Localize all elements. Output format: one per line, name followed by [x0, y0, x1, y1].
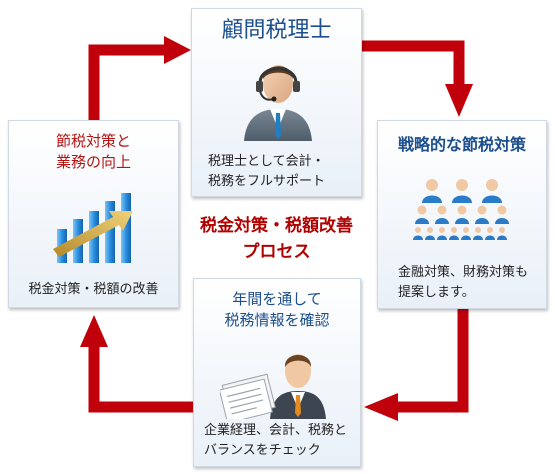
tax-saving-card-title-1: 節税対策と: [55, 132, 131, 150]
strategy-card: 戦略的な節税対策 金融対策、財務対策も 提案します。: [377, 120, 547, 309]
businessman-documents-icon: [220, 354, 326, 419]
tax-saving-card-title-2: 業務の向上: [55, 153, 131, 171]
people-group-icon: [413, 179, 509, 240]
process-title-line-2: プロセス: [242, 242, 311, 262]
advisor-card-title: 顧問税理士: [221, 18, 332, 43]
arrow-left-to-top: [88, 44, 166, 120]
tax-saving-card: 節税対策と 業務の向上 税金対策・税額の改善: [8, 120, 179, 308]
arrow-top-to-right: [362, 40, 465, 86]
annual-review-card: 年間を通して 税務情報を確認 企業経理、会計、税務と バランスをチェック: [193, 278, 361, 467]
arrow-bottom-to-left: [88, 345, 193, 413]
strategy-card-text-1: 金融対策、財務対策も: [398, 265, 529, 280]
arrowhead-bottom: [364, 393, 398, 421]
annual-review-card-title-2: 税務情報を確認: [224, 311, 330, 329]
annual-review-card-text-1: 企業経理、会計、税務と: [204, 423, 348, 438]
tax-saving-card-text-1: 税金対策・税額の改善: [28, 282, 159, 297]
advisor-card: 顧問税理士 税理士として会計・ 税務をフルサポート: [191, 8, 362, 197]
arrowhead-top: [164, 36, 191, 64]
process-title: 税金対策・税額改善 プロセス: [189, 213, 364, 265]
arrowhead-left: [80, 315, 108, 347]
strategy-card-title: 戦略的な節税対策: [397, 135, 526, 154]
growth-bar-chart-icon: [53, 193, 133, 263]
arrow-right-to-bottom: [396, 309, 469, 413]
advisor-card-text-2: 税務をフルサポート: [208, 174, 326, 189]
annual-review-card-text-2: バランスをチェック: [204, 443, 321, 458]
advisor-card-text-1: 税理士として会計・: [208, 154, 325, 169]
arrowhead-right: [445, 84, 473, 117]
process-title-line-1: 税金対策・税額改善: [200, 216, 353, 236]
consultant-headset-icon: [244, 65, 312, 141]
annual-review-card-title-1: 年間を通して: [232, 290, 322, 308]
strategy-card-text-2: 提案します。: [398, 285, 475, 300]
